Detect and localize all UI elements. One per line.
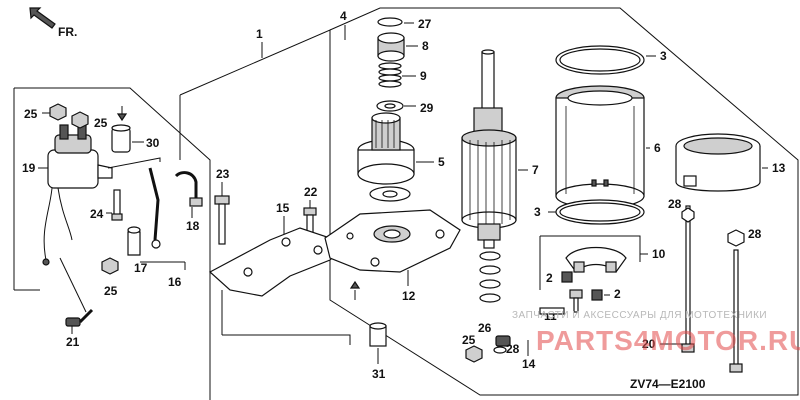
starter-cable-18: [174, 171, 203, 207]
motor-yoke-6: [555, 85, 645, 209]
callout-29: 29: [420, 101, 434, 115]
washer-28-a: [681, 207, 695, 223]
ground-cable-17: [127, 167, 161, 256]
armature-7: [461, 49, 517, 249]
watermark-site: PARTS4MOTOR.RU: [536, 325, 800, 356]
washer-28-b: [727, 229, 745, 247]
callout-27: 27: [418, 17, 432, 31]
spring-9: [378, 62, 402, 88]
callout-13: 13: [772, 161, 786, 175]
hex-nut-25-lower: [101, 257, 119, 275]
callout-17: 17: [134, 261, 148, 275]
starter-frame-outline: [329, 7, 799, 396]
flange-bolt-23: [214, 195, 230, 245]
through-bolt-20-b: [729, 249, 743, 373]
callout-24: 24: [90, 207, 104, 221]
callout-6: 6: [654, 141, 661, 155]
solenoid-switch: [42, 124, 113, 266]
callout-22: 22: [304, 185, 318, 199]
callout-25-c: 25: [104, 284, 118, 298]
callout-2-b: 2: [614, 287, 621, 301]
carbon-brush-2-b: [591, 289, 603, 301]
callout-31: 31: [372, 367, 386, 381]
callout-2-a: 2: [546, 271, 553, 285]
callout-25-b: 25: [94, 116, 108, 130]
callout-10: 10: [652, 247, 666, 261]
callout-26: 26: [478, 321, 492, 335]
callout-20: 20: [642, 337, 656, 351]
washer-29: [376, 100, 404, 112]
callout-19: 19: [22, 161, 36, 175]
callout-8: 8: [422, 39, 429, 53]
circlip-27: [377, 17, 403, 27]
pinion-gear-5: [357, 112, 415, 185]
callout-4: 4: [340, 9, 347, 23]
o-ring-3-bottom: [555, 199, 645, 225]
callout-28-b: 28: [668, 197, 682, 211]
watermark-tagline: ЗАПЧАСТИ И АКСЕССУАРЫ ДЛЯ МОТОТЕХНИКИ: [512, 310, 767, 321]
o-ring-3-top: [555, 45, 645, 75]
carbon-brush-2-a: [561, 271, 573, 283]
callout-30: 30: [146, 136, 160, 150]
callout-9: 9: [420, 69, 427, 83]
terminal-kit-14: [493, 307, 565, 354]
terminal-cap-30: [111, 124, 131, 153]
bolt-22: [303, 207, 317, 234]
callout-14: 14: [522, 357, 536, 371]
callout-21: 21: [66, 335, 80, 349]
callout-15: 15: [276, 201, 290, 215]
through-bolt-20-a: [681, 205, 695, 353]
callout-7: 7: [532, 163, 539, 177]
callout-5: 5: [438, 155, 445, 169]
bolt-24: [111, 189, 123, 221]
callout-12: 12: [402, 289, 416, 303]
callout-25-d: 25: [462, 333, 476, 347]
callout-23: 23: [216, 167, 230, 181]
hex-nut-25-top: [49, 103, 67, 121]
thrust-washer: [369, 186, 411, 202]
callout-25-a: 25: [24, 107, 38, 121]
front-cover-12: [324, 209, 461, 273]
callout-18: 18: [186, 219, 200, 233]
callout-28-c: 28: [748, 227, 762, 241]
callout-3-b: 3: [534, 205, 541, 219]
stop-collar-8: [377, 32, 405, 62]
direction-arrow-icon: [349, 280, 361, 300]
bushing-31: [369, 322, 387, 347]
callout-16: 16: [168, 275, 182, 289]
brush-holder-group-outline: [540, 235, 641, 262]
solenoid-group-outline: [14, 87, 211, 400]
brush-holder-10: [565, 247, 627, 273]
hex-nut-25-mid: [71, 111, 89, 129]
direction-arrow-icon: [116, 106, 128, 122]
callout-1: 1: [256, 27, 263, 41]
terminal-bolt-11: [569, 289, 583, 313]
mounting-bracket-15: [208, 227, 341, 297]
bolt-21: [65, 308, 94, 327]
washer-stack: [479, 251, 501, 303]
rear-cover-13: [675, 133, 761, 192]
hex-nut-25-bottom: [465, 345, 483, 363]
starter-group-outline-1: [179, 29, 331, 96]
front-direction-arrow-icon: [29, 7, 56, 29]
callout-3-a: 3: [660, 49, 667, 63]
callout-28-a: 28: [506, 342, 520, 356]
diagram-code: ZV74—E2100: [630, 377, 706, 391]
direction-label: FR.: [58, 25, 77, 39]
